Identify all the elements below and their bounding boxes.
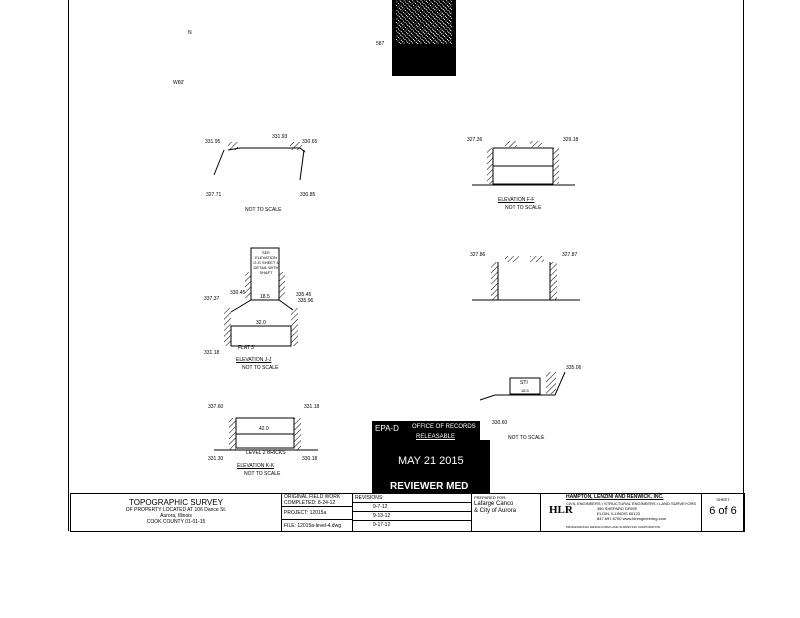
mark-label: W60' bbox=[173, 80, 185, 86]
revision-date: 9-13-12 bbox=[353, 512, 471, 521]
survey-county: COOK COUNTY 01-01-15 bbox=[146, 519, 206, 525]
box-label: STI bbox=[520, 380, 528, 386]
elevation-note: FLAT 3' bbox=[238, 345, 255, 351]
field-work-cell: ORIGINAL FIELD WORK COMPLETED: 8-24-12 P… bbox=[282, 494, 353, 531]
stamp-records: OFFICE OF RECORDS bbox=[412, 424, 476, 430]
elevation-label: 327.71 bbox=[206, 192, 222, 198]
scale-note: NOT TO SCALE bbox=[245, 207, 282, 213]
company-cell: HAMPTON, LENZINI AND RENWICK, INC. CIVIL… bbox=[541, 494, 702, 531]
mark-label: N bbox=[188, 30, 192, 36]
revisions-label: REVISIONS: bbox=[353, 494, 471, 503]
elevation-label: 337.60 bbox=[208, 404, 224, 410]
dimension-label: 42.0 bbox=[259, 426, 269, 432]
sheet-number: 6 of 6 bbox=[709, 505, 737, 517]
box-label: 18.5 bbox=[521, 388, 529, 393]
elevation-title: ELEVATION F-F bbox=[498, 197, 535, 203]
elevation-title: ELEVATION J-J bbox=[236, 357, 272, 363]
drawing-sheet bbox=[68, 0, 744, 531]
prepared-for-label: PREPARED FOR: bbox=[474, 495, 507, 500]
elevation-label: 337.37 bbox=[204, 296, 220, 302]
stamp-reviewer: REVIEWER MED bbox=[390, 481, 469, 492]
project-label: PROJECT: bbox=[284, 510, 309, 516]
company-license: PROFESSIONAL DESIGN FIRM LAND SURVEYING … bbox=[566, 525, 660, 529]
revision-date: 9-7-12 bbox=[353, 503, 471, 512]
sheet-label: SHEET bbox=[716, 497, 730, 502]
mark-label: 587 bbox=[376, 41, 385, 47]
field-work-label: ORIGINAL FIELD WORK bbox=[284, 494, 341, 500]
scale-note: NOT TO SCALE bbox=[508, 435, 545, 441]
project-number: 12015a bbox=[309, 510, 327, 516]
client-name: & City of Aurora bbox=[474, 508, 517, 514]
company-phone: 847.697.6700 www.hlrengineering.com bbox=[597, 516, 667, 521]
elevation-label: 335.06 bbox=[566, 365, 582, 371]
elevation-label: 331.30 bbox=[208, 456, 224, 462]
stamp-releasable: RELEASABLE bbox=[416, 434, 456, 440]
elevation-label: 335.45 bbox=[296, 292, 312, 298]
survey-location: OF PROPERTY LOCATED AT 106 Dance St. bbox=[125, 507, 227, 513]
dimension-label: 32.0 bbox=[256, 320, 266, 326]
elevation-label: 335.96 bbox=[298, 298, 314, 304]
elevation-label: 330.18 bbox=[302, 456, 318, 462]
company-address: 380 SHEPARD DRIVE bbox=[597, 506, 638, 511]
prepared-for-cell: PREPARED FOR: Lafarge Canco & City of Au… bbox=[472, 494, 541, 531]
dimension-label: 18.5 bbox=[260, 294, 270, 300]
scale-note: NOT TO SCALE bbox=[505, 205, 542, 211]
client-name: Lafarge Canco bbox=[474, 501, 514, 507]
company-name: HAMPTON, LENZINI AND RENWICK, INC. bbox=[566, 494, 664, 500]
elevation-note: SEE ELEVATION G-G SHEET 4 DETAIL WITH SH… bbox=[253, 250, 279, 275]
company-city: ELGIN, ILLINOIS 60123 bbox=[597, 511, 640, 516]
elevation-label: 330.45 bbox=[230, 290, 246, 296]
survey-title: TOPOGRAPHIC SURVEY bbox=[129, 498, 223, 507]
elevation-label: 331.18 bbox=[204, 350, 220, 356]
revisions-cell: REVISIONS: 9-7-12 9-13-12 9-17-12 bbox=[353, 494, 472, 531]
title-block: TOPOGRAPHIC SURVEY OF PROPERTY LOCATED A… bbox=[70, 493, 745, 532]
elevation-label: 330.60 bbox=[492, 420, 508, 426]
stamp-date: MAY 21 2015 bbox=[398, 455, 464, 467]
stamp-office: EPA-D bbox=[375, 424, 399, 433]
release-stamp: EPA-D OFFICE OF RECORDS RELEASABLE MAY 2… bbox=[372, 421, 490, 493]
elevation-label: 331.95 bbox=[205, 139, 221, 145]
elevation-label: 329.18 bbox=[563, 137, 579, 143]
scale-note: NOT TO SCALE bbox=[242, 365, 279, 371]
file-label: FILE: bbox=[284, 523, 296, 529]
elevation-note: LEVEL 2 BRICKS bbox=[246, 450, 286, 456]
revision-date: 9-17-12 bbox=[373, 522, 391, 528]
file-name: 12015a-level-4.dwg bbox=[297, 523, 341, 529]
elevation-label: 330.85 bbox=[300, 192, 316, 198]
survey-city: Aurora, Illinois bbox=[160, 513, 192, 519]
elevation-label: 327.36 bbox=[467, 137, 483, 143]
completed-date: COMPLETED: 8-24-12 bbox=[282, 500, 352, 507]
sheet-cell: SHEET 6 of 6 bbox=[702, 494, 744, 531]
stamp-corner bbox=[480, 421, 490, 440]
scale-note: NOT TO SCALE bbox=[244, 471, 281, 477]
qr-code bbox=[392, 0, 456, 76]
elevation-label: 331.93 bbox=[272, 134, 288, 140]
elevation-label: 327.87 bbox=[562, 252, 578, 258]
elevation-title: ELEVATION K-K bbox=[237, 463, 275, 469]
company-logo: HLR bbox=[549, 504, 573, 516]
elevation-label: 330.65 bbox=[302, 139, 318, 145]
elevation-label: 327.86 bbox=[470, 252, 486, 258]
survey-title-cell: TOPOGRAPHIC SURVEY OF PROPERTY LOCATED A… bbox=[71, 494, 282, 531]
company-services: CIVIL ENGINEERS • STRUCTURAL ENGINEERS •… bbox=[566, 501, 697, 506]
elevation-label: 331.18 bbox=[304, 404, 320, 410]
